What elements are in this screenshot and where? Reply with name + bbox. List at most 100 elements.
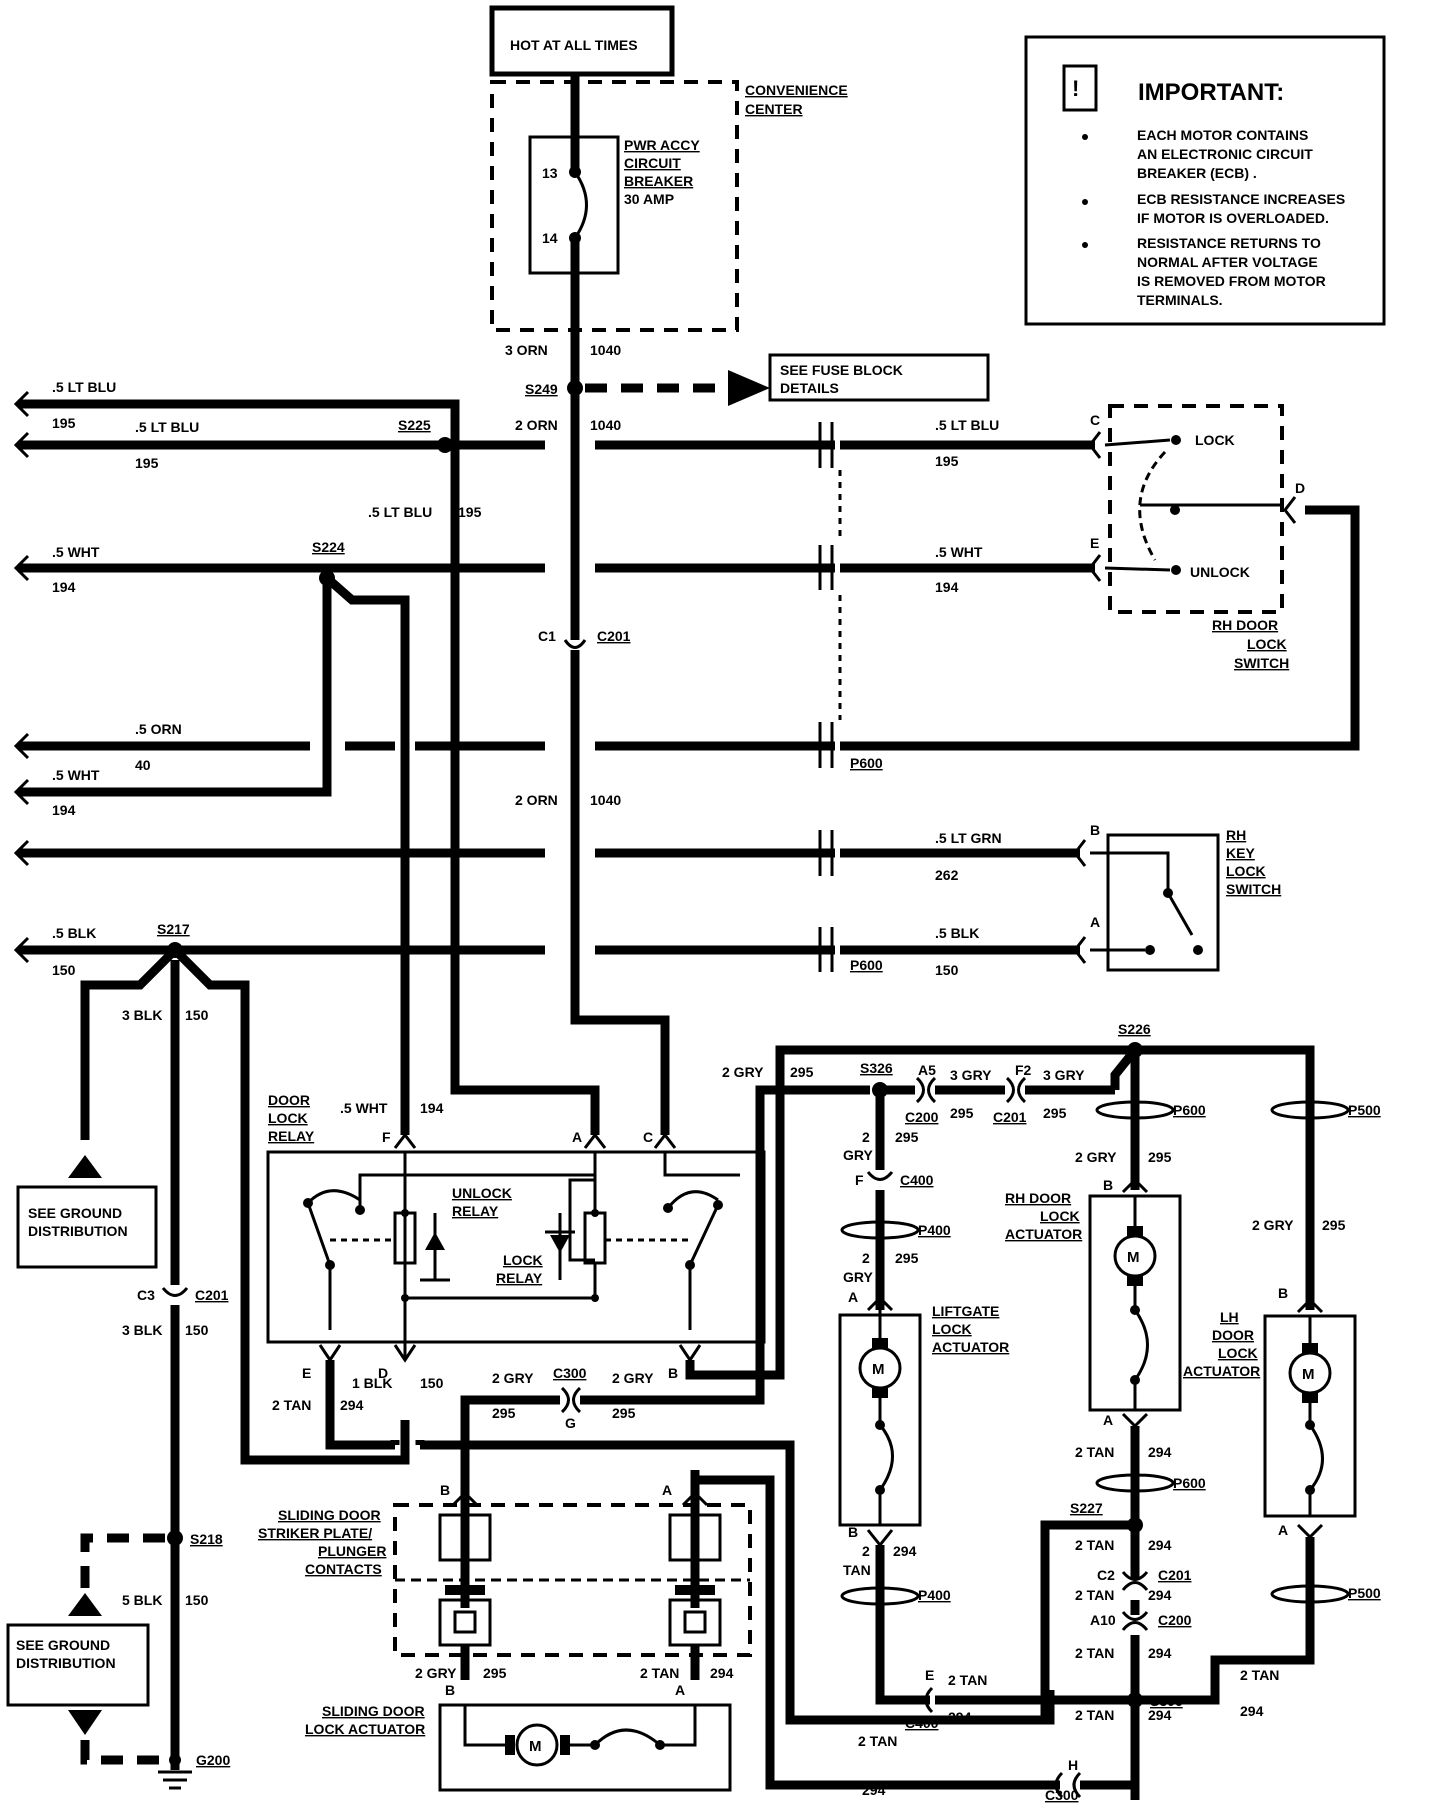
relay-bottom-terminals xyxy=(318,1344,702,1363)
liftgate-l2: LOCK xyxy=(932,1321,972,1337)
ground-dist-1-l2: DISTRIBUTION xyxy=(28,1223,128,1239)
unlock-relay-l1: UNLOCK xyxy=(452,1185,512,1201)
c201-label-1: C201 xyxy=(597,628,631,644)
ground-distribution-box-1 xyxy=(16,1185,158,1269)
label-294-2: 294 xyxy=(893,1543,917,1559)
door-lock-relay-l2: LOCK xyxy=(268,1110,308,1126)
label-5blk: 5 BLK xyxy=(122,1592,162,1608)
rh-key-l1: RH xyxy=(1226,827,1246,843)
lock-relay-l2: RELAY xyxy=(496,1270,543,1286)
label-294-7: 294 xyxy=(1148,1645,1172,1661)
svg-text:BREAKER (ECB) .: BREAKER (ECB) . xyxy=(1137,165,1257,181)
label-2gry-6: 2 GRY xyxy=(415,1665,457,1681)
label-262: 262 xyxy=(935,867,959,883)
connector-c200-a5 xyxy=(915,1076,937,1104)
ground-g200-label: G200 xyxy=(196,1752,230,1768)
switch-contacts xyxy=(1104,438,1280,572)
sliding-door-motor: M xyxy=(463,1705,697,1767)
rh-door-switch-l2: LOCK xyxy=(1247,636,1287,652)
door-lock-relay-l3: RELAY xyxy=(268,1128,315,1144)
rh-door-motor: M xyxy=(1113,1196,1157,1410)
label-orn-5: .5 ORN xyxy=(135,721,182,737)
label-294-6: 294 xyxy=(1148,1587,1172,1603)
splice-s249 xyxy=(567,380,583,396)
label-295-1: 295 xyxy=(790,1064,814,1080)
fuse-block-label-2: DETAILS xyxy=(780,380,839,396)
breaker-pin-13: 13 xyxy=(542,165,558,181)
pin-a-sliding-act: A xyxy=(675,1682,685,1698)
wire-295-lh-door xyxy=(1135,1045,1315,1310)
rh-door-act-l2: LOCK xyxy=(1040,1208,1080,1224)
wire-294-s227-left xyxy=(1040,1520,1135,1720)
p600-label-1: P600 xyxy=(850,755,883,771)
label-294-9: 294 xyxy=(1240,1703,1264,1719)
relay-pin-d: D xyxy=(378,1365,388,1381)
svg-text:ECB RESISTANCE INCREASES: ECB RESISTANCE INCREASES xyxy=(1137,191,1345,207)
connector-p600-rh xyxy=(1095,1100,1175,1120)
relay-internals xyxy=(303,1152,740,1360)
wire-s217-ground-left xyxy=(80,946,179,1140)
striker-l4: CONTACTS xyxy=(305,1561,382,1577)
rh-key-l3: LOCK xyxy=(1226,863,1266,879)
label-ltgrn: .5 LT GRN xyxy=(935,830,1002,846)
label-wht-2: .5 WHT xyxy=(52,767,100,783)
rh-door-switch-l3: SWITCH xyxy=(1234,655,1289,671)
label-gry-2: GRY xyxy=(843,1269,873,1285)
lh-door-l2: DOOR xyxy=(1212,1327,1254,1343)
label-3blk-1: 3 BLK xyxy=(122,1007,162,1023)
connector-c201-c2 xyxy=(1121,1571,1149,1591)
fuse-block-box xyxy=(768,353,990,402)
important-bullets: EACH MOTOR CONTAINS AN ELECTRONIC CIRCUI… xyxy=(1082,127,1345,308)
wire-40-right xyxy=(840,505,1360,751)
label-2gry-5: 2 GRY xyxy=(1252,1217,1294,1233)
label-blk-1: .5 BLK xyxy=(52,925,96,941)
svg-text:NORMAL AFTER VOLTAGE: NORMAL AFTER VOLTAGE xyxy=(1137,254,1318,270)
c3-label: C3 xyxy=(137,1287,155,1303)
label-295-5: 295 xyxy=(1043,1105,1067,1121)
ground-distribution-box-2 xyxy=(6,1623,150,1707)
label-150-5: 150 xyxy=(935,962,959,978)
p400-label-1: P400 xyxy=(918,1222,951,1238)
label-2-lift-2: 2 xyxy=(862,1250,870,1266)
info-icon xyxy=(1062,64,1098,112)
wire-295-relay-b xyxy=(420,1045,1145,1450)
connector-g-label: G xyxy=(565,1415,576,1431)
convenience-label-2: CENTER xyxy=(745,101,803,117)
unlock-relay-l2: RELAY xyxy=(452,1203,499,1219)
connector-c200-a10 xyxy=(1121,1611,1149,1631)
splice-s224-label: S224 xyxy=(312,539,345,555)
splice-s218 xyxy=(167,1530,183,1546)
svg-text:M: M xyxy=(872,1361,885,1378)
splice-s249-label: S249 xyxy=(525,381,558,397)
connector-c300-g xyxy=(560,1386,582,1414)
label-295-8: 295 xyxy=(1148,1149,1172,1165)
label-tan-1: TAN xyxy=(843,1562,871,1578)
connector-c201-f2 xyxy=(1005,1076,1027,1104)
wire-1040-relay xyxy=(570,650,670,1135)
striker-contacts xyxy=(438,1505,722,1680)
label-295-3: 295 xyxy=(612,1405,636,1421)
wire-194-relay xyxy=(324,574,410,1135)
label-294-8: 294 xyxy=(1148,1707,1172,1723)
pin-b-key: B xyxy=(1090,822,1100,838)
connector-c201-c1 xyxy=(563,639,587,649)
pin-b-lh: B xyxy=(1278,1285,1288,1301)
label-194-1: 194 xyxy=(52,579,76,595)
lh-door-l3: LOCK xyxy=(1218,1345,1258,1361)
splice-s225 xyxy=(437,437,453,453)
p600-label-3: P600 xyxy=(1173,1102,1206,1118)
label-150-6: 150 xyxy=(420,1375,444,1391)
breaker-pin-14: 14 xyxy=(542,230,558,246)
pin-c-1: C xyxy=(1090,412,1100,428)
e-label-c400: E xyxy=(925,1667,934,1683)
pin-e-1: E xyxy=(1090,535,1099,551)
sliding-act-l1: SLIDING DOOR xyxy=(322,1703,425,1719)
info-icon-glyph: ! xyxy=(1072,76,1079,101)
c200-label-2: C200 xyxy=(1158,1612,1192,1628)
label-1040-b: 1040 xyxy=(590,417,621,433)
wire-end-arrows xyxy=(13,390,30,964)
liftgate-motor: M xyxy=(858,1310,902,1525)
label-2tan-4: 2 TAN xyxy=(1075,1537,1114,1553)
wire-195-top xyxy=(18,399,600,1135)
p600-label-2: P600 xyxy=(850,957,883,973)
